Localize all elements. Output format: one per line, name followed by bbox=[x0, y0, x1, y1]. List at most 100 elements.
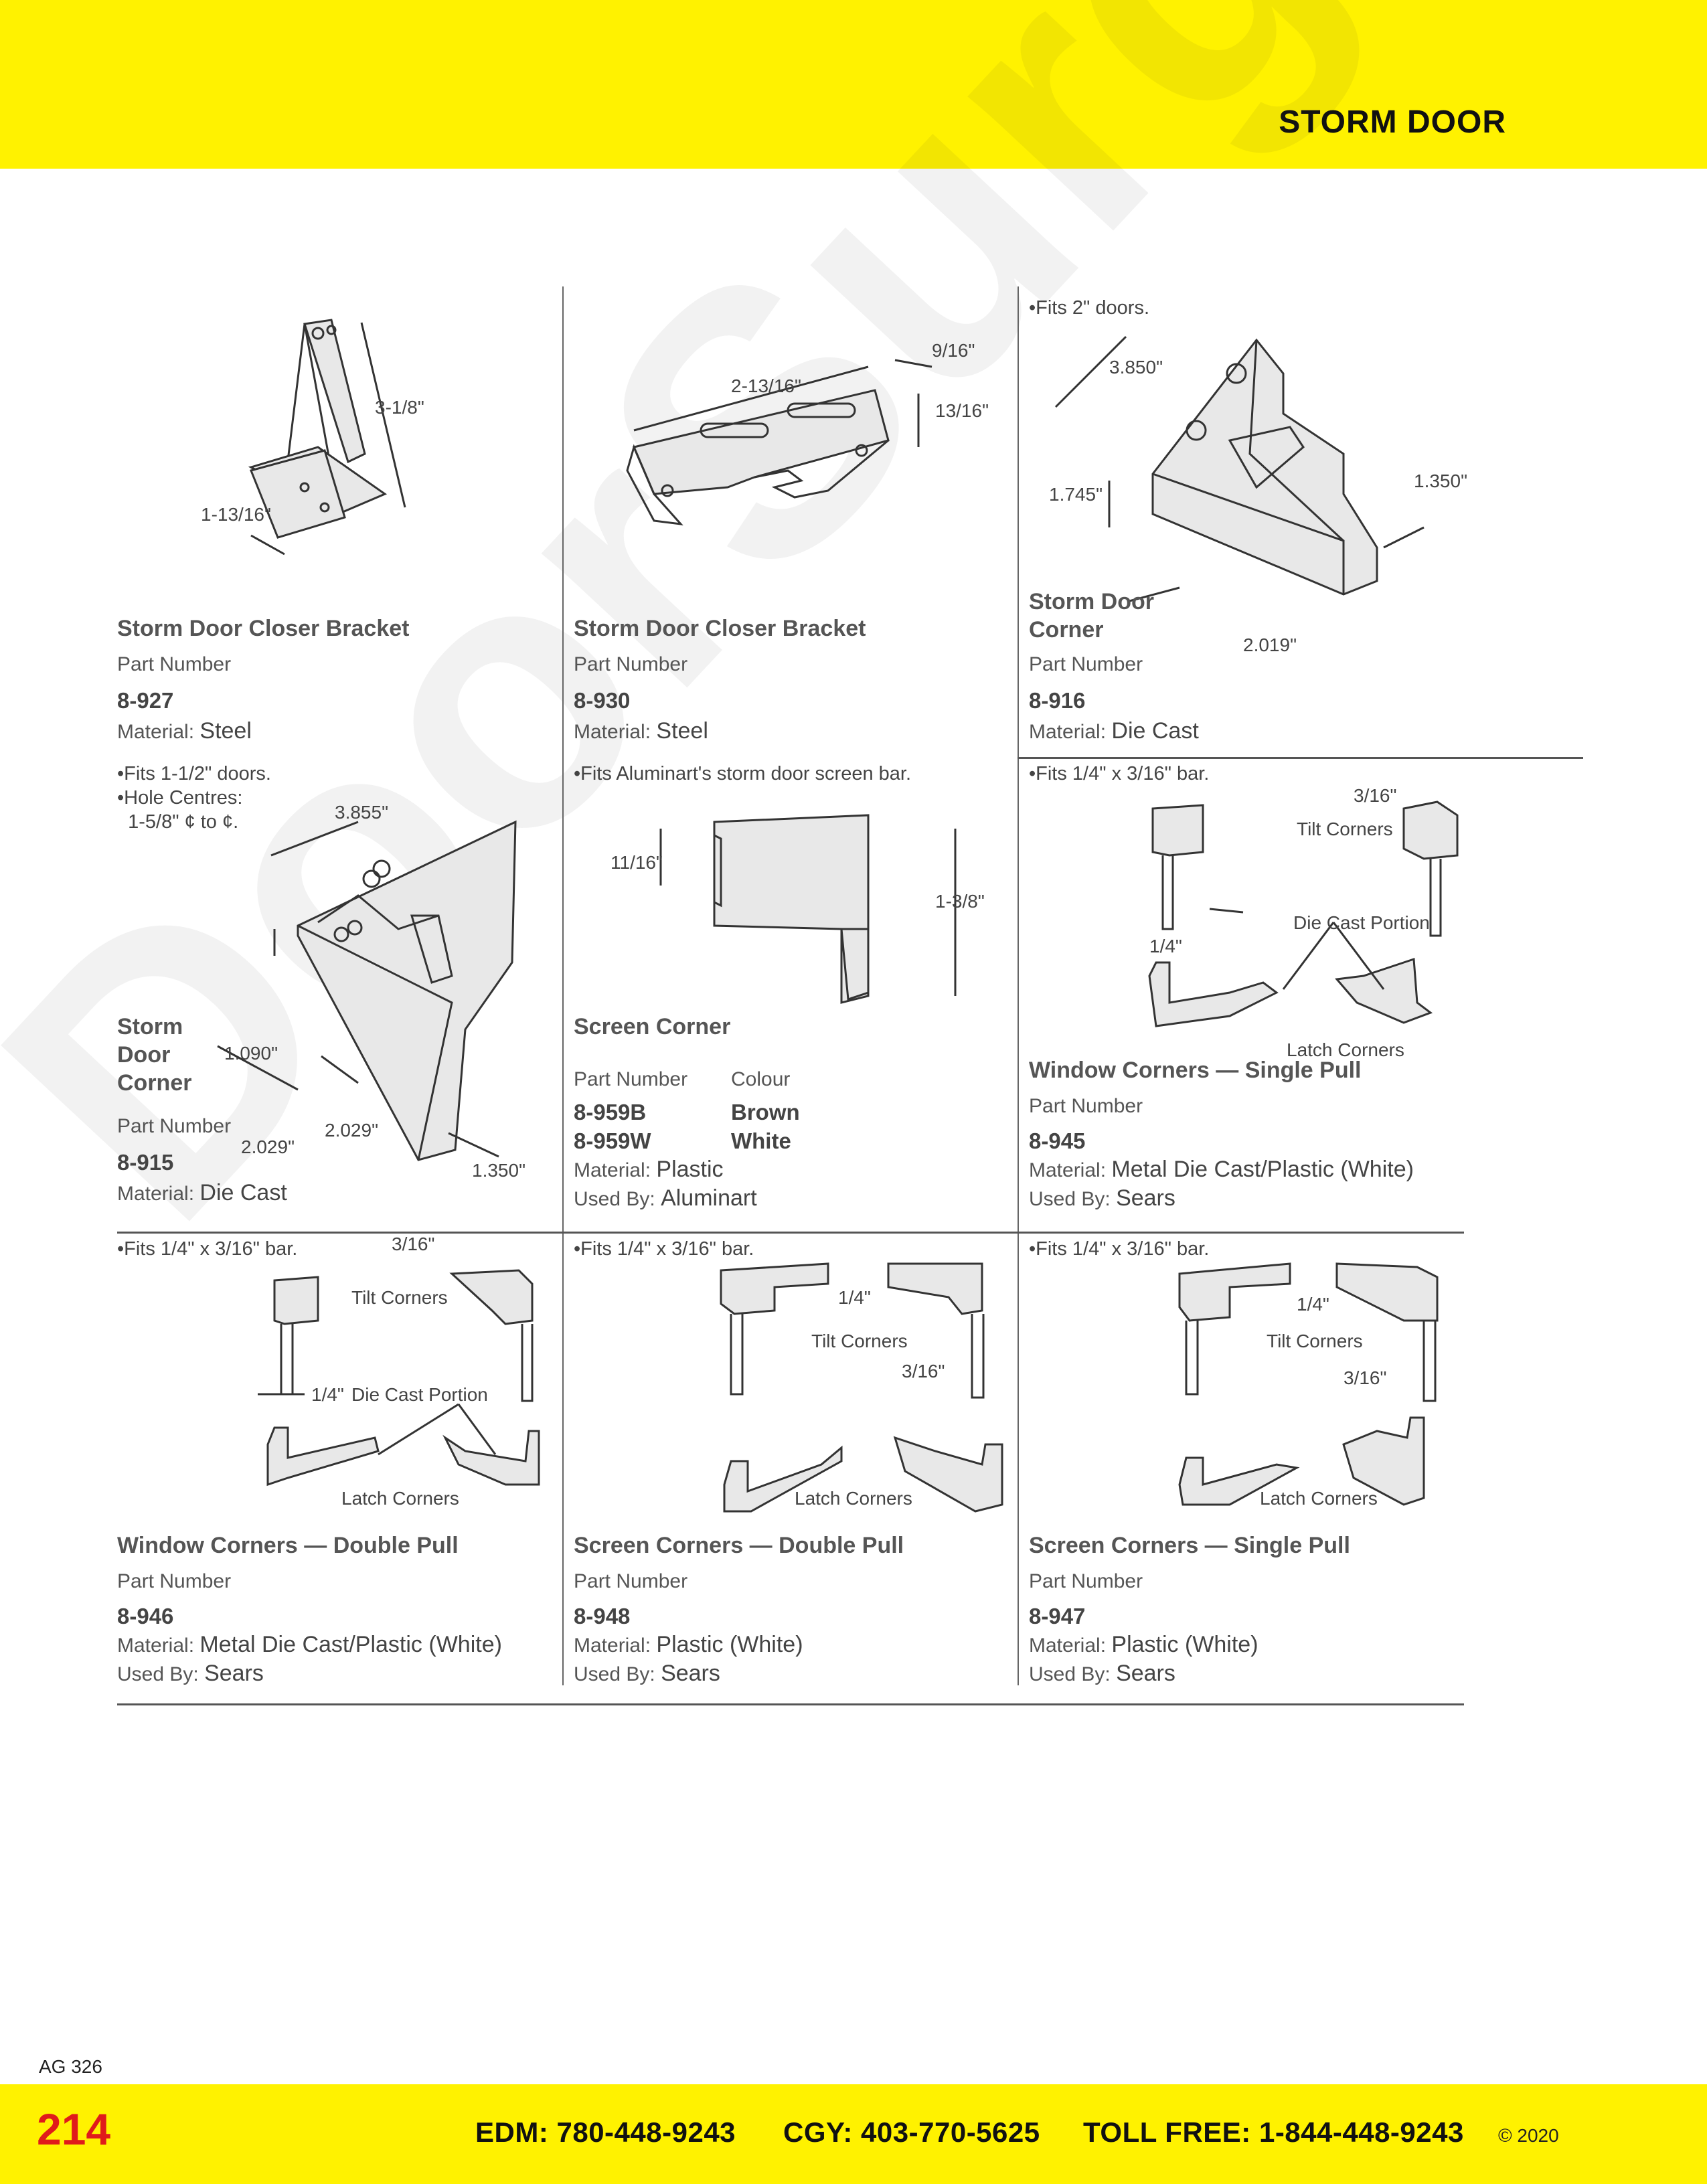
column-divider bbox=[1018, 286, 1019, 1685]
material-label: Material: bbox=[117, 721, 195, 743]
part-number-label: Part Number bbox=[117, 1570, 232, 1592]
product-title: Storm Door Closer Bracket bbox=[117, 616, 410, 641]
product-title-line: Storm Door bbox=[1029, 589, 1154, 614]
svg-text:3.855": 3.855" bbox=[335, 802, 388, 823]
part-number-label: Part Number bbox=[574, 1570, 688, 1592]
part-number-label: Part Number bbox=[1029, 1570, 1143, 1592]
row-divider bbox=[117, 1232, 1464, 1234]
part-number: 8-915 bbox=[117, 1150, 174, 1175]
material-value: Steel bbox=[199, 718, 252, 744]
svg-text:3/16": 3/16" bbox=[1344, 1367, 1386, 1388]
footer-band bbox=[0, 2084, 1707, 2184]
material-label: Material: bbox=[117, 1634, 195, 1657]
svg-text:2.019": 2.019" bbox=[1243, 635, 1297, 655]
part-number: 8-959B bbox=[574, 1100, 647, 1124]
window-corners-drawing: Tilt Corners Die Cast Portion Latch Corn… bbox=[258, 1234, 540, 1509]
page-number: 214 bbox=[37, 2104, 111, 2154]
part-number: 8-916 bbox=[1029, 688, 1086, 713]
svg-text:3.850": 3.850" bbox=[1109, 357, 1163, 377]
svg-text:1.350": 1.350" bbox=[472, 1160, 525, 1181]
fit-note: •Fits 1/4" x 3/16" bar. bbox=[1029, 763, 1210, 784]
part-number: 8-959W bbox=[574, 1128, 651, 1153]
part-number-label: Part Number bbox=[1029, 1095, 1143, 1117]
product-title: Storm Door Corner bbox=[1029, 588, 1154, 644]
svg-text:1/4": 1/4" bbox=[838, 1287, 871, 1308]
row-divider bbox=[1018, 757, 1583, 759]
phone-toll-free: TOLL FREE: 1-844-448-9243 bbox=[1083, 2116, 1464, 2148]
product-title: Window Corners — Single Pull bbox=[1029, 1058, 1362, 1083]
bracket-drawing: 2-13/16" 9/16" 13/16" bbox=[626, 340, 989, 525]
material-line: Material: Plastic bbox=[574, 1157, 724, 1183]
used-by-line: Used By: Sears bbox=[1029, 1661, 1175, 1687]
part-number: 8-948 bbox=[574, 1604, 631, 1628]
fit-note: •Fits 1/4" x 3/16" bar. bbox=[117, 1238, 298, 1260]
column-divider bbox=[562, 286, 564, 1685]
used-by-label: Used By: bbox=[574, 1663, 655, 1685]
fit-note: •Fits 2" doors. bbox=[1029, 297, 1150, 319]
screen-corners-drawing: 1/4" Tilt Corners 3/16" Latch Corners bbox=[720, 1262, 1003, 1513]
svg-text:Latch Corners: Latch Corners bbox=[795, 1488, 912, 1509]
part-number-label: Part Number bbox=[1029, 653, 1143, 675]
part-number: 8-946 bbox=[117, 1604, 174, 1628]
part-number: 8-945 bbox=[1029, 1128, 1086, 1153]
colour-label: Colour bbox=[731, 1068, 791, 1090]
material-line: Material: Plastic (White) bbox=[574, 1632, 803, 1658]
colour-value: White bbox=[731, 1128, 791, 1153]
product-title: Storm Door Corner bbox=[117, 1013, 191, 1097]
product-8-947: •Fits 1/4" x 3/16" bar. 1/4" Tilt Corner… bbox=[1029, 1237, 1464, 1705]
part-number-label: Part Number bbox=[574, 1068, 688, 1090]
svg-text:Latch Corners: Latch Corners bbox=[341, 1488, 459, 1509]
part-number-label: Part Number bbox=[117, 653, 232, 675]
material-value: Plastic bbox=[656, 1157, 724, 1182]
used-by-value: Sears bbox=[661, 1661, 720, 1686]
svg-text:1.745": 1.745" bbox=[1049, 484, 1103, 505]
material-line: Material: Plastic (White) bbox=[1029, 1632, 1258, 1658]
part-number-label: Part Number bbox=[117, 1115, 232, 1137]
used-by-line: Used By: Sears bbox=[117, 1661, 264, 1687]
svg-text:Tilt Corners: Tilt Corners bbox=[1297, 819, 1393, 839]
svg-text:2.029": 2.029" bbox=[241, 1137, 295, 1157]
window-corners-drawing: Tilt Corners Die Cast Portion Latch Corn… bbox=[1148, 785, 1459, 1060]
material-value: Metal Die Cast/Plastic (White) bbox=[1111, 1157, 1414, 1182]
section-title: STORM DOOR bbox=[1279, 104, 1506, 140]
part-number: 8-947 bbox=[1029, 1604, 1086, 1628]
corner-drawing: 3.850" 1.745" 1.350" 2.019" bbox=[1049, 335, 1467, 655]
material-label: Material: bbox=[117, 1183, 195, 1205]
svg-text:2-13/16": 2-13/16" bbox=[731, 375, 801, 396]
material-value: Metal Die Cast/Plastic (White) bbox=[199, 1632, 502, 1657]
product-8-946: •Fits 1/4" x 3/16" bar. Tilt Corners Die… bbox=[117, 1234, 562, 1705]
used-by-value: Aluminart bbox=[661, 1185, 757, 1211]
svg-text:1.090": 1.090" bbox=[224, 1043, 278, 1064]
part-number-label: Part Number bbox=[574, 653, 688, 675]
material-value: Die Cast bbox=[1111, 718, 1199, 744]
material-line: Material: Metal Die Cast/Plastic (White) bbox=[117, 1632, 502, 1658]
material-line: Material: Metal Die Cast/Plastic (White) bbox=[1029, 1157, 1414, 1183]
fit-note: •Fits 1/4" x 3/16" bar. bbox=[574, 1238, 754, 1260]
screen-corner-drawing: 11/16" 1-3/8" bbox=[611, 814, 985, 1004]
phone-edmonton: EDM: 780-448-9243 bbox=[475, 2116, 736, 2148]
svg-text:2.029": 2.029" bbox=[325, 1120, 378, 1141]
colour-value: Brown bbox=[731, 1100, 800, 1124]
material-value: Plastic (White) bbox=[656, 1632, 803, 1657]
part-number: 8-927 bbox=[117, 688, 174, 713]
svg-text:1/4": 1/4" bbox=[1149, 936, 1182, 956]
catalog-code: AG 326 bbox=[39, 2056, 102, 2077]
product-title: Window Corners — Double Pull bbox=[117, 1533, 459, 1558]
fit-note: •Fits 1-1/2" doors. •Hole Centres: 1-5/8… bbox=[117, 763, 271, 833]
copyright: © 2020 bbox=[1498, 2125, 1559, 2146]
material-value: Steel bbox=[656, 718, 708, 744]
material-line: Material: Steel bbox=[117, 718, 252, 744]
svg-text:Die Cast Portion: Die Cast Portion bbox=[351, 1384, 488, 1405]
material-value: Die Cast bbox=[199, 1180, 287, 1205]
product-title: Screen Corners — Double Pull bbox=[574, 1533, 904, 1558]
material-label: Material: bbox=[1029, 1634, 1107, 1657]
corner-drawing: 3.855" 1.090" 2.029" 2.029" 1.350" bbox=[217, 802, 525, 1181]
used-by-line: Used By: Aluminart bbox=[574, 1185, 757, 1211]
svg-text:11/16": 11/16" bbox=[611, 852, 663, 873]
product-title-line: Storm bbox=[117, 1014, 183, 1039]
material-line: Material: Die Cast bbox=[1029, 718, 1199, 744]
svg-text:3/16": 3/16" bbox=[392, 1234, 434, 1254]
svg-text:1/4": 1/4" bbox=[1297, 1294, 1329, 1315]
header-band bbox=[0, 0, 1707, 169]
row-divider bbox=[117, 1703, 1464, 1705]
